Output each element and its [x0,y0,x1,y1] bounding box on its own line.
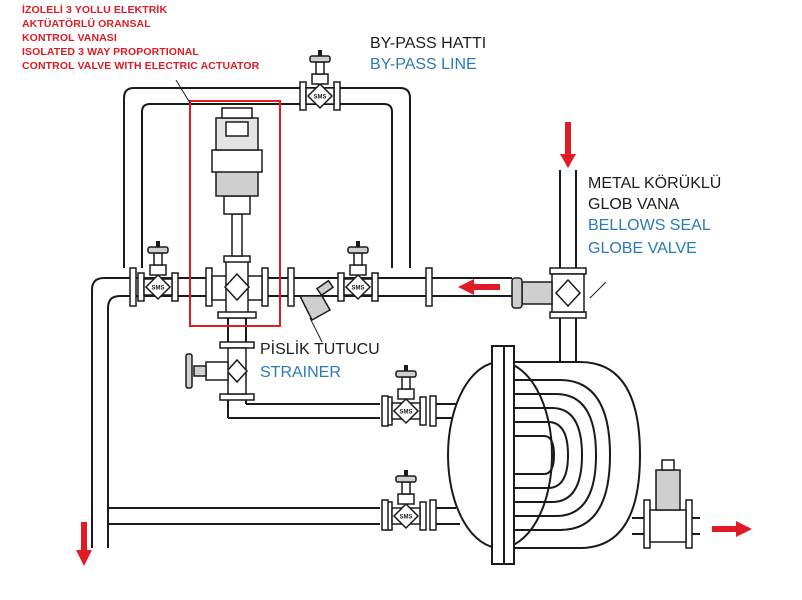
strainer-callout-line [309,317,323,343]
outlet-right-arrow-icon [712,521,752,537]
pipe-flanges [129,267,437,531]
bypass-label-tr: BY-PASS HATTI [370,35,487,52]
bellows-valve-callout-line [589,281,607,299]
bellows-seal-globe-valve [511,267,587,319]
strainer-label-tr: PİSLİK TUTUCU [260,341,380,358]
left-flow-arrow-icon [458,279,500,295]
outlet-globe-valve [643,459,693,549]
globe-valve-label-tr1: METAL KÖRÜKLÜ [588,175,722,192]
globe-valve-label-en2: GLOBE VALVE [588,240,697,257]
control-valve-label-line2: AKTÜATÖRLÜ ORANSAL [22,18,151,30]
bypass-globe-valve [299,49,341,111]
control-valve-label-line3: KONTROL VANASI [22,32,117,44]
control-valve-label-line5: CONTROL VALVE WITH ELECTRIC ACTUATOR [22,60,260,72]
globe-valve-label-en1: BELLOWS SEAL [588,217,711,234]
heat-exchanger [447,345,642,565]
control-valve-highlight-box [189,100,281,327]
inlet-down-arrow-icon [560,122,576,168]
control-valve-callout-line [175,79,191,104]
strainer [298,279,335,322]
flow-arrows [76,122,752,566]
strainer-label-en: STRAINER [260,364,341,381]
bypass-label-en: BY-PASS LINE [370,56,477,73]
exchanger-upper-globe-valve [385,364,427,426]
lower-isolation-valve [185,341,255,401]
left-globe-valve [137,240,179,302]
three-way-control-valve [205,107,269,319]
outlet-down-arrow-icon [76,522,92,566]
right-globe-valve [337,240,379,302]
exchanger-lower-globe-valve [385,469,427,531]
globe-valve-label-tr2: GLOB VANA [588,196,680,213]
control-valve-label-line1: İZOLELİ 3 YOLLU ELEKTRİK [22,4,168,16]
control-valve-label-line4: ISOLATED 3 WAY PROPORTIONAL [22,46,199,58]
